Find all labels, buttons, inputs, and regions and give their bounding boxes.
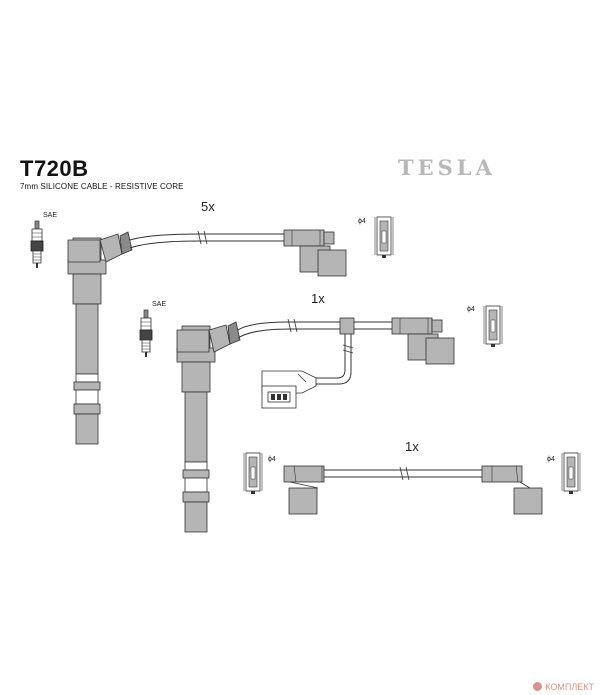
terminal-3-icon (243, 452, 263, 495)
terminal-4-size-label: ϕ4 (547, 456, 555, 463)
cable-3-quantity: 1x (405, 439, 419, 454)
cable-description: 7mm SILICONE CABLE - RESISTIVE CORE (20, 182, 184, 191)
spark-plug-1-label: SAE (43, 212, 58, 219)
cable-3-drawing (283, 465, 543, 515)
brand-logo: TESLA (398, 155, 496, 180)
terminal-1-size-label: ϕ4 (358, 218, 366, 225)
terminal-2-icon (483, 305, 503, 348)
watermark: КОМПЛЕКТ (533, 682, 594, 692)
watermark-logo-icon (533, 682, 543, 691)
terminal-1-icon (374, 216, 394, 259)
terminal-4-icon (561, 452, 581, 495)
part-number-title: T720B (20, 156, 89, 181)
terminal-3-size-label: ϕ4 (268, 456, 276, 463)
terminal-2-size-label: ϕ4 (467, 306, 475, 313)
cable-2-quantity: 1x (311, 291, 325, 306)
spark-plug-2-label: SAE (152, 301, 167, 308)
cable-1-quantity: 5x (201, 199, 215, 214)
watermark-text: КОМПЛЕКТ (545, 682, 594, 692)
cable-2-drawing (176, 317, 455, 533)
spark-plug-1-icon (30, 220, 44, 269)
cable-1-drawing (67, 229, 347, 445)
spark-plug-2-icon (139, 309, 153, 358)
